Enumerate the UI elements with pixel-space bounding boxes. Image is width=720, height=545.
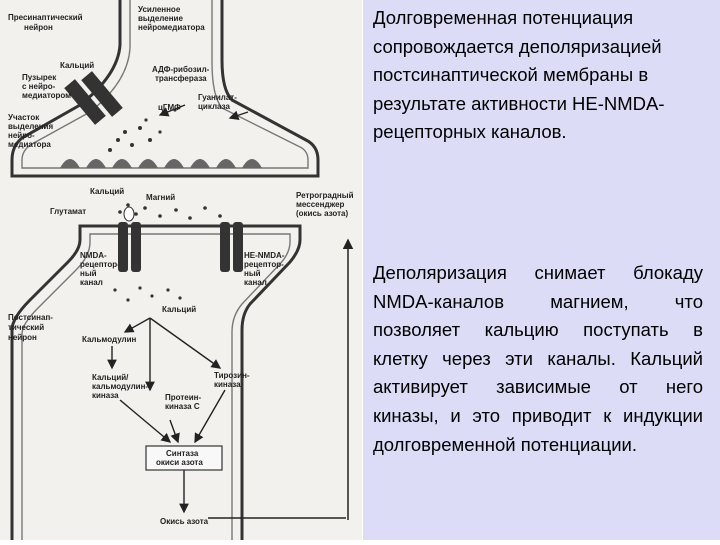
- label-calcium-mid: Кальций: [90, 187, 124, 196]
- label-calcium-top: Кальций: [60, 61, 94, 70]
- calcium-dots: [113, 286, 182, 302]
- cascade-arrows: [107, 104, 346, 519]
- label-adp-ribosyl: АДФ-рибозил-трансфераза: [152, 65, 210, 83]
- nmda-channel: [118, 206, 141, 272]
- glutamate-dots: [118, 203, 222, 220]
- label-glutamate: Глутамат: [50, 207, 86, 216]
- release-sites: [60, 159, 262, 168]
- label-calmodulin: Кальмодулин: [82, 335, 137, 344]
- label-magnesium: Магний: [146, 193, 175, 202]
- label-guanylate: Гуанилат-циклаза: [198, 93, 237, 111]
- label-calcium-bottom: Кальций: [162, 305, 196, 314]
- label-nitric-oxide: Окись азота: [160, 517, 209, 526]
- presynaptic-calcium-channel: [64, 71, 123, 125]
- non-nmda-channel: [220, 222, 243, 272]
- paragraph-2: Деполяризация снимает блокаду NMDA-канал…: [373, 262, 703, 455]
- label-cgmp: цГМФ: [158, 103, 181, 112]
- label-tyrosine-kinase: Тирозин-киназа: [214, 371, 250, 389]
- no-synthase-box: [145, 445, 223, 471]
- paragraph-1: Долговременная потенциация сопровождаетс…: [373, 7, 665, 143]
- postsynaptic-neuron: [10, 224, 302, 540]
- text-panel: Долговременная потенциация сопровождаетс…: [363, 0, 720, 540]
- label-ca-calmodulin-kinase: Кальций/кальмодулин-киназа: [92, 373, 148, 400]
- label-protein-kinase-c: Протеин-киназа С: [165, 393, 201, 411]
- vesicle-dots: [108, 108, 177, 152]
